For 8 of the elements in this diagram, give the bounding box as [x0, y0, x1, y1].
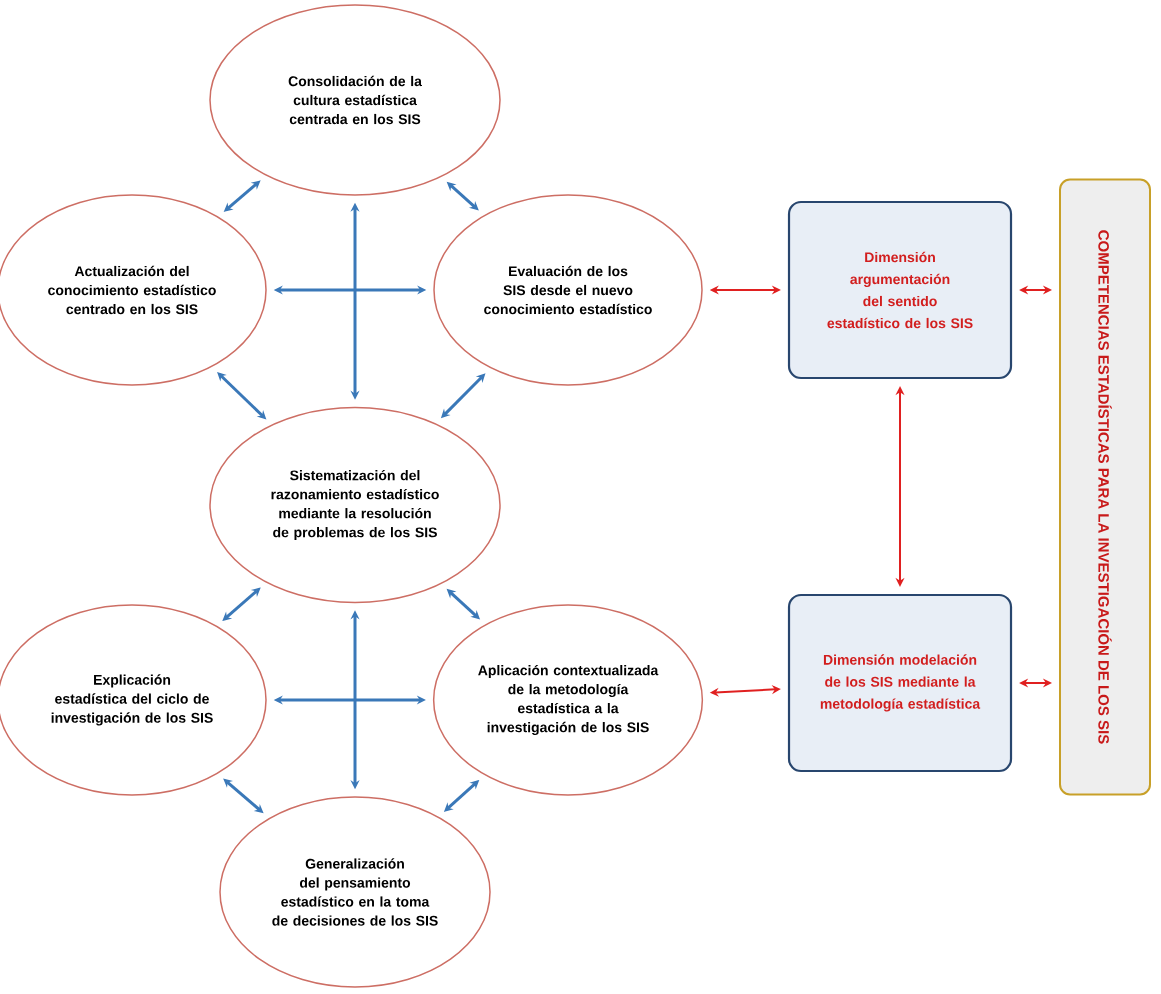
ellipse-node: Consolidación de la cultura estadística centrada en los SIS	[209, 4, 501, 196]
ellipse-node: Generalización del pensamiento estadístico en la toma de decisiones de los SIS	[219, 796, 491, 988]
dimension-box: Dimensión argumentación del sentido estadístico de los SIS	[787, 200, 1013, 380]
ellipse-node: Sistematización del razonamiento estadístico mediante la resolución de problemas de los SIS	[209, 406, 501, 604]
ellipse-node: Aplicación contextualizada de la metodología estadística a la investigación de los SIS	[432, 604, 704, 796]
ellipse-node: Evaluación de los SIS desde el nuevo conocimiento estadístico	[433, 194, 703, 386]
competencies-box: COMPETENCIAS ESTADÍSTICAS PARA LA INVESTIGACIÓN DE LOS SIS	[1059, 178, 1151, 796]
dimension-box: Dimensión modelación de los SIS mediante la metodología estadística	[787, 593, 1013, 773]
